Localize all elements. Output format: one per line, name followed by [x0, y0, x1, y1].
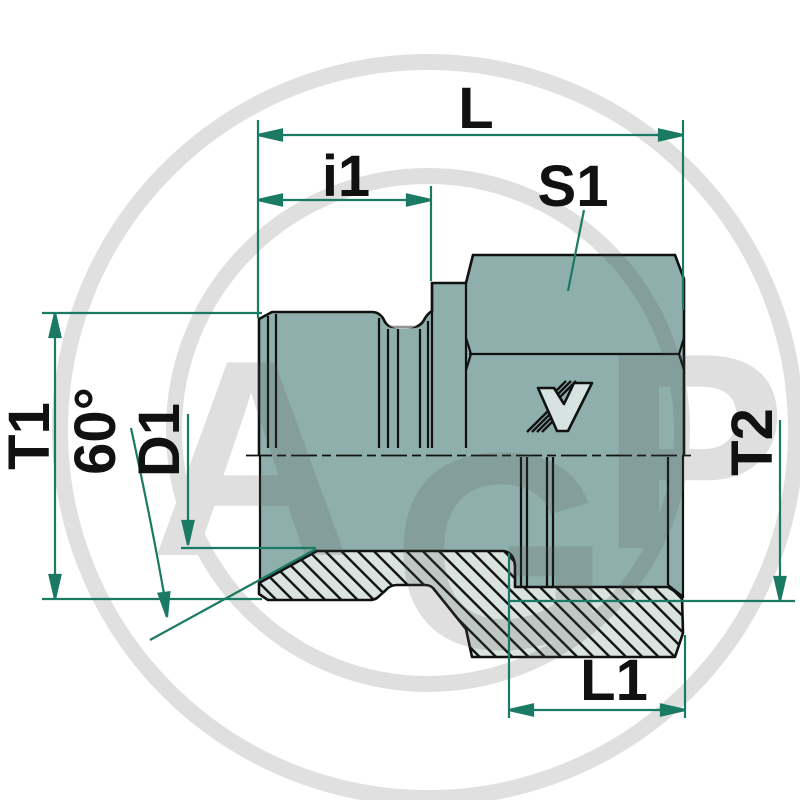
- label-i1: i1: [322, 144, 370, 209]
- watermark-circle-outer: [52, 54, 800, 800]
- brand-logo-v-icon: [526, 380, 594, 433]
- label-S1: S1: [538, 154, 609, 219]
- female-thread-lines: [519, 457, 555, 586]
- dimension-S1-leader: [566, 209, 586, 292]
- dimension-angle-60: [129, 427, 317, 641]
- label-D1: D1: [127, 403, 192, 477]
- label-T1: T1: [0, 402, 62, 470]
- bore-interior-fill: [259, 455, 683, 598]
- label-angle-60: 60°: [63, 387, 128, 475]
- dimension-L: [256, 120, 685, 318]
- dimension-labels: L i1 S1 T1 60° D1 T2 L1: [0, 76, 785, 713]
- dimensions: [42, 120, 795, 718]
- groove-highlight: [388, 317, 418, 329]
- section-hatch: [257, 549, 685, 659]
- upper-detail-lines: [258, 281, 686, 598]
- watermark: A G P: [52, 54, 800, 800]
- watermark-letter-g: G: [392, 396, 610, 708]
- dimension-L1: [507, 553, 687, 718]
- watermark-letter-p: P: [600, 296, 787, 608]
- label-T2: T2: [720, 408, 785, 476]
- dimension-i1: [257, 186, 433, 281]
- watermark-letter-a: A: [150, 303, 352, 615]
- dimension-T2: [509, 420, 795, 603]
- watermark-circle-inner: [166, 168, 690, 692]
- dimension-D1: [181, 414, 316, 550]
- part-body: [246, 253, 694, 659]
- label-L1: L1: [580, 648, 648, 713]
- label-L: L: [458, 76, 493, 141]
